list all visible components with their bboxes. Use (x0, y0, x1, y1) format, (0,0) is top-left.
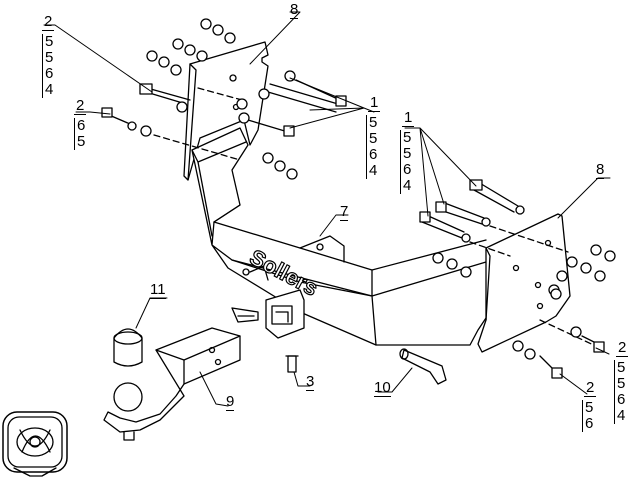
leader-lines (43, 11, 611, 407)
callout-1: 1 (368, 94, 381, 112)
callout-3: 3 (306, 373, 315, 391)
callout-5: 5 (617, 359, 626, 376)
callout-stack-right-head: 1 (402, 109, 415, 127)
callout-5: 5 (585, 399, 594, 416)
receiver-socket (242, 265, 305, 339)
callout-6: 6 (77, 117, 86, 134)
callout-5: 5 (45, 49, 54, 66)
callout-8-right: 8 (596, 161, 605, 179)
callout-stack-top-left: 2 (42, 13, 55, 31)
callout-6: 6 (617, 391, 626, 408)
hitch-pin (399, 348, 447, 385)
callout-5: 5 (369, 130, 378, 147)
callout-7: 7 (340, 203, 349, 221)
callout-stack-bottom-head: 2 (584, 379, 597, 397)
callout-4: 4 (617, 407, 626, 424)
main-crossbeam (191, 127, 495, 346)
callout-2: 2 (74, 97, 87, 115)
callout-stack-left-a: 5 5 6 4 (42, 34, 55, 98)
callout-1: 1 (402, 109, 415, 127)
callout-10: 10 (374, 379, 391, 397)
callout-5: 5 (77, 133, 86, 150)
callout-5: 5 (45, 33, 54, 50)
callout-6: 6 (45, 65, 54, 82)
callout-8-left: 8 (290, 1, 299, 19)
callout-9: 9 (226, 393, 235, 411)
callout-6: 6 (369, 146, 378, 163)
callout-stack-bottom: 5 6 (582, 400, 595, 432)
callout-stack-left-b-head: 2 (74, 97, 87, 115)
callout-stack-right: 5 5 6 4 (400, 130, 413, 194)
ball-cap (113, 328, 143, 367)
callout-stack-mid-head: 1 (368, 94, 381, 112)
callout-2: 2 (616, 339, 629, 357)
callout-5: 5 (369, 114, 378, 131)
bolt-3 (285, 355, 299, 373)
callout-4: 4 (403, 177, 412, 194)
callout-stack-right-edge: 5 5 6 4 (614, 360, 627, 424)
left-upper-hardware (101, 18, 347, 180)
callout-2: 2 (42, 13, 55, 31)
callout-11: 11 (150, 281, 166, 299)
callout-5: 5 (617, 375, 626, 392)
callout-stack-mid: 5 5 6 4 (366, 115, 379, 179)
callout-4: 4 (45, 81, 54, 98)
callout-4: 4 (369, 162, 378, 179)
callout-stack-right-edge-head: 2 (616, 339, 629, 357)
callout-5: 5 (403, 129, 412, 146)
pin-clip (231, 307, 259, 323)
right-mounting-plate (477, 213, 571, 353)
callout-5: 5 (403, 145, 412, 162)
left-mounting-plate (183, 41, 269, 181)
callout-6: 6 (585, 415, 594, 432)
ball-mount (103, 327, 241, 441)
callout-2: 2 (584, 379, 597, 397)
right-upper-hardware (419, 179, 616, 379)
callout-6: 6 (403, 161, 412, 178)
callout-stack-left-b: 6 5 (74, 118, 87, 150)
sollers-logo (2, 411, 68, 477)
